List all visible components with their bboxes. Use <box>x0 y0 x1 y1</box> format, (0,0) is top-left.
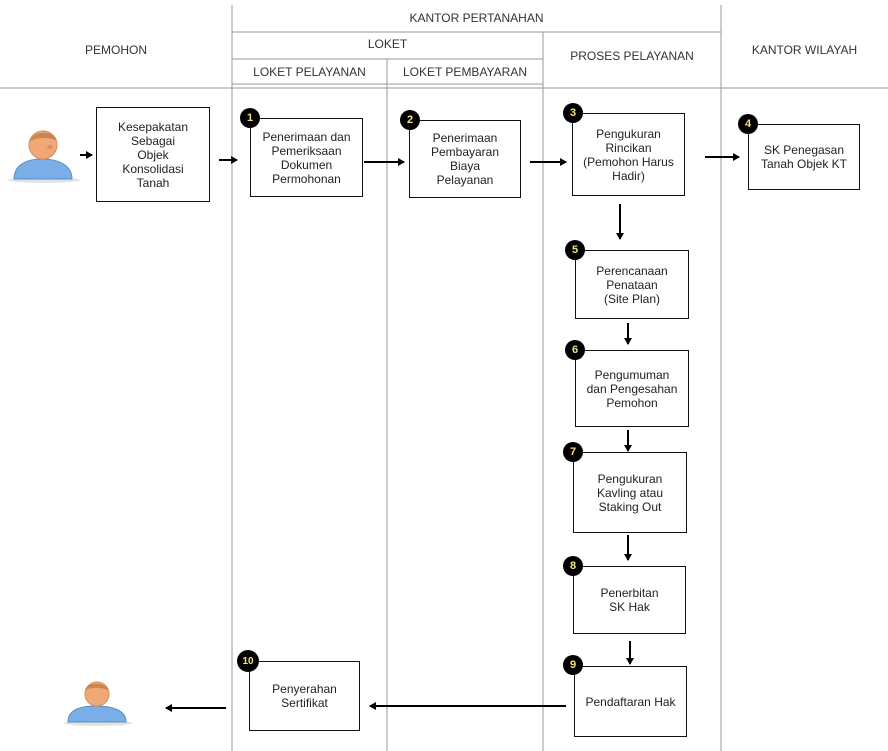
badge-step-8: 8 <box>563 556 583 576</box>
badge-step-1: 1 <box>240 108 260 128</box>
badge-step-5: 5 <box>565 240 585 260</box>
header-kantor-wilayah: KANTOR WILAYAH <box>751 43 858 57</box>
box-step-7-text: Pengukuran Kavling atau Staking Out <box>596 471 664 514</box>
badge-step-10: 10 <box>237 650 259 672</box>
box-step-6: Pengumuman dan Pengesahan Pemohon <box>575 350 689 427</box>
badge-step-4: 4 <box>738 114 758 134</box>
box-start-kesepakatan: Kesepakatan Sebagai Objek Konsolidasi Ta… <box>96 107 210 202</box>
box-step-5: Perencanaan Penataan (Site Plan) <box>575 250 689 319</box>
header-loket-pembayaran: LOKET PEMBAYARAN <box>402 64 528 79</box>
box-step-1-text: Penerimaan dan Pemeriksaan Dokumen Permo… <box>262 129 351 186</box>
person-icon-applicant <box>8 130 80 183</box>
person-icon-recipient <box>64 681 132 726</box>
box-step-9-text: Pendaftaran Hak <box>585 694 676 709</box>
box-step-1: Penerimaan dan Pemeriksaan Dokumen Permo… <box>250 118 363 197</box>
box-step-4-text: SK Penegasan Tanah Objek KT <box>760 143 848 171</box>
box-step-6-text: Pengumuman dan Pengesahan Pemohon <box>586 367 678 410</box>
header-loket-pelayanan: LOKET PELAYANAN <box>253 64 366 79</box>
box-step-3: Pengukuran Rincikan (Pemohon Harus Hadir… <box>572 113 685 196</box>
header-proses-pelayanan: PROSES PELAYANAN <box>570 49 694 63</box>
box-step-2: Penerimaan Pembayaran Biaya Pelayanan <box>409 120 521 198</box>
badge-step-3: 3 <box>563 103 583 123</box>
box-step-9: Pendaftaran Hak <box>574 666 687 737</box>
header-kantor-pertanahan: KANTOR PERTANAHAN <box>409 11 544 25</box>
badge-step-7: 7 <box>563 442 583 462</box>
box-step-7: Pengukuran Kavling atau Staking Out <box>573 452 687 533</box>
box-start-text: Kesepakatan Sebagai Objek Konsolidasi Ta… <box>117 119 189 190</box>
header-pemohon: PEMOHON <box>84 43 147 57</box>
badge-step-2: 2 <box>400 110 420 130</box>
box-step-3-text: Pengukuran Rincikan (Pemohon Harus Hadir… <box>583 126 674 183</box>
box-step-8-text: Penerbitan SK Hak <box>600 586 659 614</box>
badge-step-6: 6 <box>565 340 585 360</box>
box-step-10-text: Penyerahan Sertifikat <box>272 682 337 710</box>
box-step-5-text: Perencanaan Penataan (Site Plan) <box>596 263 668 306</box>
box-step-2-text: Penerimaan Pembayaran Biaya Pelayanan <box>430 131 500 187</box>
header-loket: LOKET <box>367 37 408 51</box>
box-step-4: SK Penegasan Tanah Objek KT <box>748 124 860 190</box>
box-step-10: Penyerahan Sertifikat <box>249 661 360 731</box>
badge-step-9: 9 <box>563 655 583 675</box>
box-step-8: Penerbitan SK Hak <box>573 566 686 634</box>
